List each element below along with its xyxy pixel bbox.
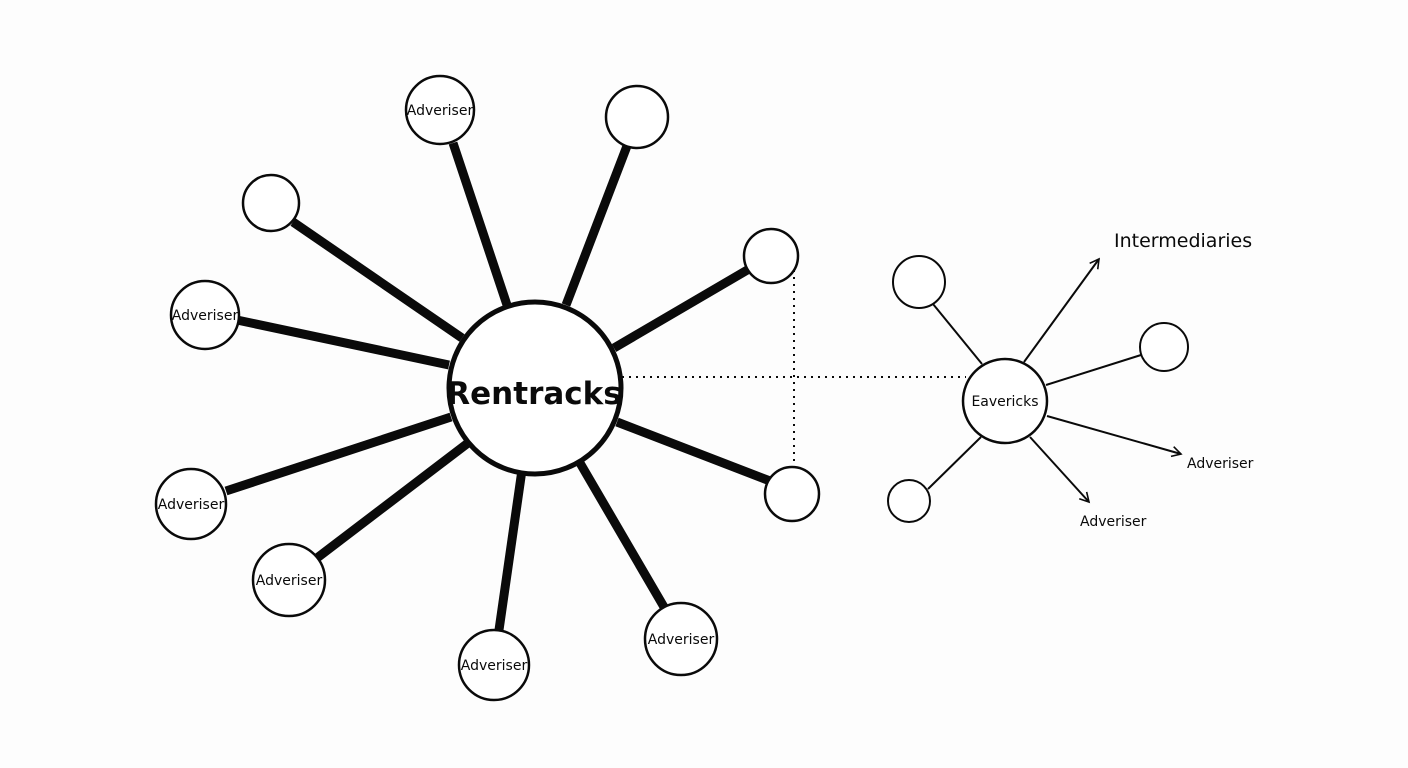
- spoke-node[interactable]: Adveriser: [169, 279, 241, 351]
- spoke-node[interactable]: [742, 227, 800, 285]
- node-label: Adveriser: [648, 632, 715, 648]
- spoke-line: [448, 141, 512, 307]
- spoke-line: [314, 439, 471, 562]
- adveriser-arrow-label-right: Adveriser: [1187, 456, 1254, 472]
- secondary-hub-node[interactable]: Eavericks: [961, 357, 1049, 445]
- secondary-spoke-node[interactable]: [892, 255, 946, 309]
- arrow-adveriser-bottom: [1029, 436, 1091, 504]
- node-label: Adveriser: [256, 573, 323, 589]
- arrow-adveriser-right: [1046, 415, 1183, 458]
- adveriser-arrow-label-bottom: Adveriser: [1080, 514, 1147, 530]
- main-hub-node[interactable]: Rentracks: [446, 299, 624, 477]
- node-label: Adveriser: [172, 308, 239, 324]
- spoke-node[interactable]: Adveriser: [457, 628, 531, 702]
- arrow-intermediaries: [1023, 257, 1100, 363]
- spoke-line: [290, 218, 465, 342]
- main-hub-label: Rentracks: [446, 376, 621, 412]
- spoke-node[interactable]: [763, 465, 821, 523]
- node-label: Adveriser: [461, 658, 528, 674]
- intermediaries-label: Intermediaries: [1114, 230, 1252, 252]
- node-label: Adveriser: [158, 497, 225, 513]
- spoke-node[interactable]: Adveriser: [251, 542, 327, 618]
- secondary-hub-arrows: [1023, 257, 1183, 504]
- spoke-line: [494, 469, 527, 631]
- spoke-node[interactable]: Adveriser: [154, 467, 228, 541]
- spoke-line: [932, 303, 983, 365]
- secondary-spoke-node[interactable]: [887, 479, 931, 523]
- node-label: Adveriser: [407, 103, 474, 119]
- secondary-hub-label: Eavericks: [971, 394, 1038, 410]
- spoke-line: [561, 144, 632, 307]
- spoke-line: [1045, 354, 1142, 386]
- spoke-line: [224, 412, 453, 496]
- spoke-line: [576, 460, 668, 610]
- spoke-node[interactable]: [241, 173, 301, 233]
- spoke-line: [236, 315, 450, 370]
- spoke-node[interactable]: Adveriser: [643, 601, 719, 677]
- main-hub-spokes: [224, 141, 772, 631]
- spoke-line: [611, 265, 752, 352]
- spoke-line: [615, 417, 772, 486]
- spoke-node[interactable]: Adveriser: [404, 74, 476, 146]
- spoke-node[interactable]: [604, 84, 670, 150]
- secondary-hub-spokes: [927, 303, 1142, 490]
- spoke-line: [927, 436, 982, 490]
- secondary-spoke-node[interactable]: [1139, 322, 1189, 372]
